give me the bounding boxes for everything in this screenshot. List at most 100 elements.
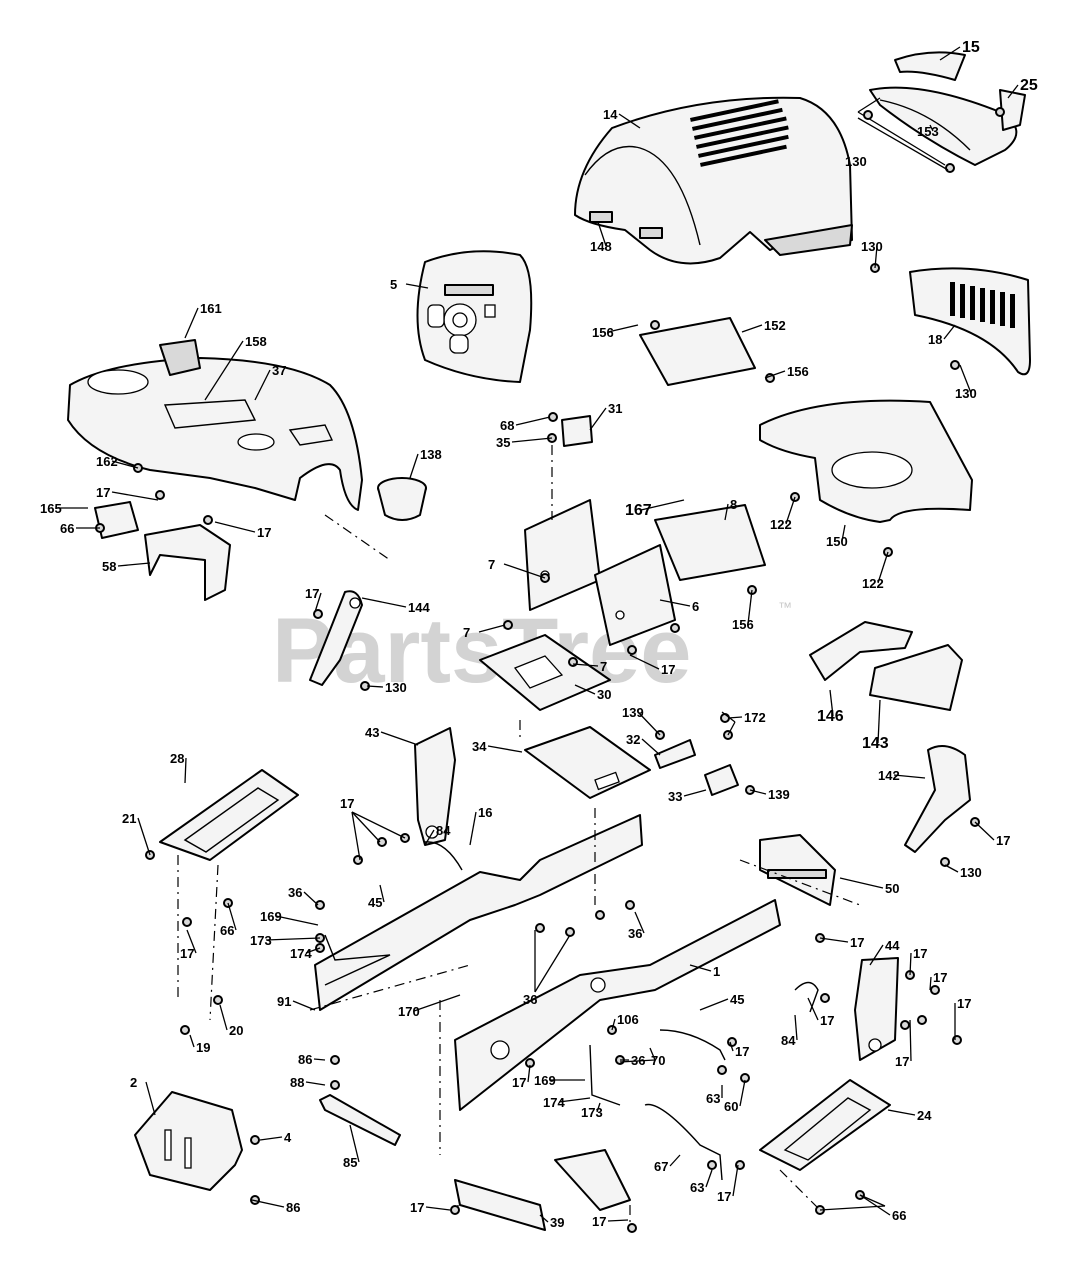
part-number-label: 165 bbox=[40, 501, 62, 516]
leader-line bbox=[727, 721, 736, 736]
part-number-label: 1 bbox=[713, 964, 720, 979]
part-number-label: 5 bbox=[390, 277, 397, 292]
bolt-icon bbox=[353, 855, 363, 865]
bolt-icon bbox=[720, 713, 730, 723]
part-number-label: 50 bbox=[885, 881, 899, 896]
leader-line bbox=[366, 685, 384, 688]
leader-line bbox=[689, 964, 712, 972]
leader-line bbox=[877, 699, 881, 744]
part-number-label: 86 bbox=[286, 1200, 300, 1215]
leader-line bbox=[939, 46, 961, 61]
part-number-label: 169 bbox=[534, 1073, 556, 1088]
cable-169-part bbox=[324, 934, 391, 986]
leader-line bbox=[944, 864, 959, 873]
rod-84a-part bbox=[424, 841, 463, 871]
leader-line bbox=[515, 416, 551, 426]
leader-line bbox=[259, 1136, 283, 1141]
part-number-label: 174 bbox=[290, 946, 312, 961]
bolt-icon bbox=[707, 1160, 717, 1170]
leader-line bbox=[424, 829, 435, 846]
leader-line bbox=[409, 453, 419, 479]
leader-line bbox=[874, 245, 878, 269]
part-number-label: 7 bbox=[600, 659, 607, 674]
leader-line bbox=[887, 1109, 916, 1116]
leader-line bbox=[184, 307, 199, 339]
leader-line bbox=[649, 1047, 656, 1061]
footrest-left-part bbox=[159, 769, 299, 861]
bolt-icon bbox=[940, 857, 950, 867]
hood-part bbox=[574, 96, 853, 265]
leader-line bbox=[534, 934, 571, 993]
leader-line bbox=[572, 663, 599, 667]
leader-line bbox=[589, 407, 607, 431]
leader-line bbox=[539, 1214, 549, 1223]
nose-part bbox=[909, 267, 1031, 376]
fender-part bbox=[67, 339, 363, 511]
part-number-label: 17 bbox=[895, 1054, 909, 1069]
part-number-label: 86 bbox=[298, 1052, 312, 1067]
part-number-label: 156 bbox=[787, 364, 809, 379]
part-number-label: 25 bbox=[1020, 77, 1038, 94]
leader-line bbox=[361, 597, 407, 608]
part-number-label: 67 bbox=[654, 1159, 668, 1174]
part-number-label: 17 bbox=[592, 1214, 606, 1229]
part-number-label: 34 bbox=[472, 739, 487, 754]
bolt-icon bbox=[627, 1223, 637, 1233]
leader-line bbox=[145, 1081, 156, 1116]
leader-line bbox=[732, 1164, 739, 1197]
bolt-icon bbox=[917, 1015, 927, 1025]
leader-line bbox=[807, 997, 819, 1021]
part-number-label: 45 bbox=[730, 992, 744, 1007]
part-number-label: 60 bbox=[724, 1099, 738, 1114]
bolt-icon bbox=[503, 620, 513, 630]
bolt-icon bbox=[900, 1020, 910, 1030]
leader-line bbox=[857, 117, 949, 171]
leader-line bbox=[619, 1059, 656, 1063]
leader-line bbox=[351, 811, 406, 839]
part-number-label: 169 bbox=[260, 909, 282, 924]
part-number-label: 20 bbox=[229, 1023, 243, 1038]
part-number-label: 37 bbox=[272, 363, 286, 378]
leader-line bbox=[877, 551, 889, 584]
part-number-label: 39 bbox=[550, 1215, 564, 1230]
cable-174-part bbox=[589, 1044, 621, 1106]
grille-part bbox=[857, 51, 1026, 166]
bolt-icon bbox=[945, 163, 955, 173]
part-number-label: 33 bbox=[668, 789, 682, 804]
leader-line bbox=[111, 460, 139, 469]
leader-line bbox=[611, 1018, 616, 1031]
part-number-label: 14 bbox=[603, 107, 618, 122]
step-plate-part bbox=[479, 634, 611, 711]
part-number-label: 84 bbox=[436, 823, 451, 838]
part-number-label: 173 bbox=[250, 933, 272, 948]
part-number-label: 148 bbox=[590, 239, 612, 254]
bolt-icon bbox=[203, 515, 213, 525]
rod-84b-part bbox=[794, 981, 819, 1013]
deck-plate-part bbox=[524, 726, 651, 799]
part-number-label: 17 bbox=[717, 1189, 731, 1204]
part-number-label: 142 bbox=[878, 768, 900, 783]
leader-line bbox=[379, 884, 385, 903]
leader-line bbox=[724, 503, 729, 521]
part-number-label: 152 bbox=[764, 318, 786, 333]
leader-line bbox=[425, 1206, 451, 1211]
part-number-label: 17 bbox=[820, 1013, 834, 1028]
bolt-icon bbox=[565, 927, 575, 937]
leader-line bbox=[794, 1014, 798, 1041]
part-number-label: 153 bbox=[917, 124, 939, 139]
bolt-icon bbox=[995, 107, 1005, 117]
leader-line bbox=[574, 684, 596, 695]
leader-line bbox=[349, 1124, 360, 1163]
bolt-icon bbox=[930, 985, 940, 995]
bolt-icon bbox=[627, 645, 637, 655]
part-number-label: 17 bbox=[512, 1075, 526, 1090]
leader-line bbox=[764, 370, 786, 379]
leader-line bbox=[618, 113, 641, 129]
part-number-label: 156 bbox=[732, 617, 754, 632]
leader-line bbox=[503, 563, 546, 579]
bar-85-part bbox=[319, 1094, 401, 1146]
bolt-icon bbox=[313, 609, 323, 619]
leader-line bbox=[819, 1205, 886, 1211]
leader-line bbox=[314, 592, 322, 613]
